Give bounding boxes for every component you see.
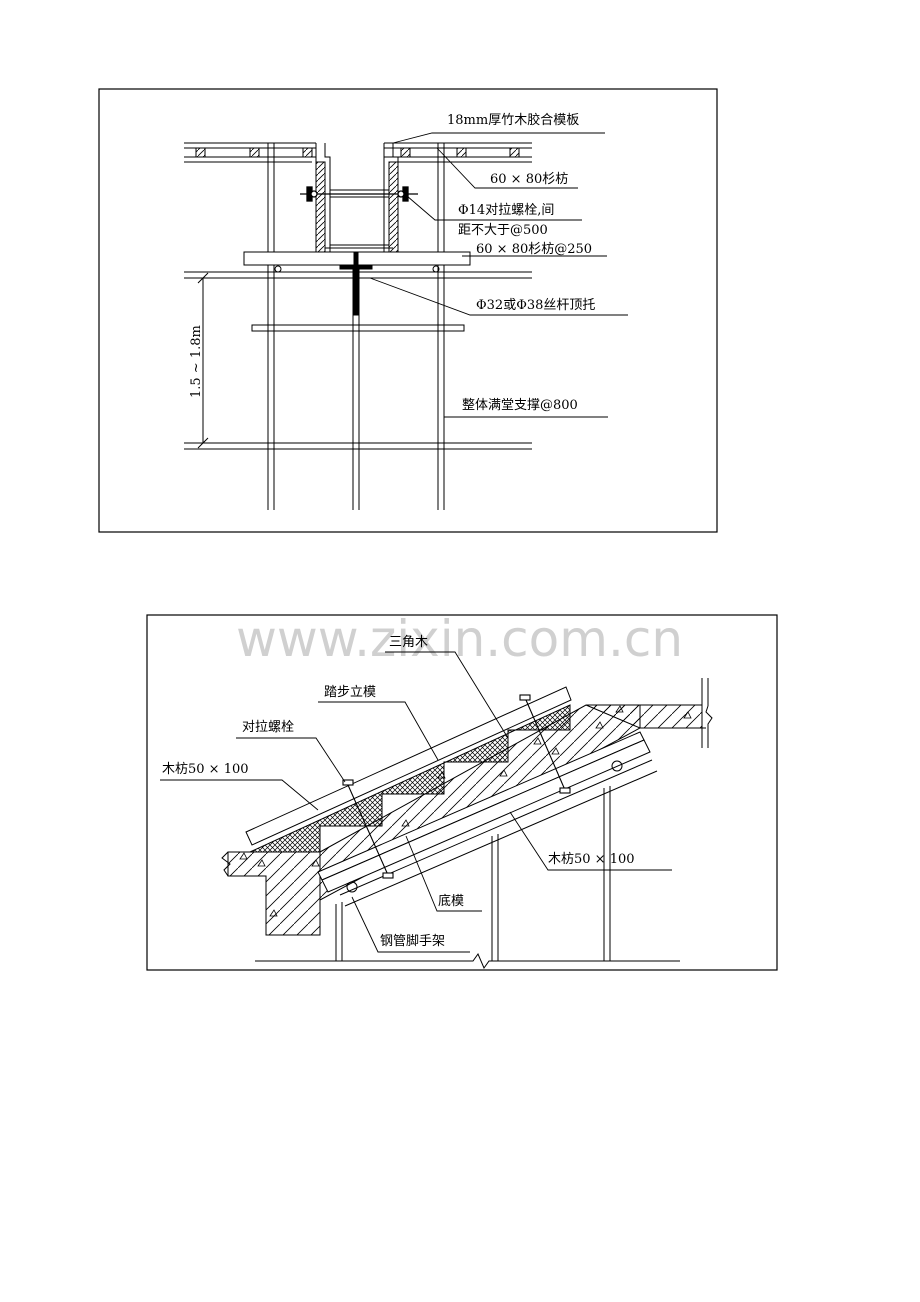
slab-battens xyxy=(195,147,520,158)
bottom-batten xyxy=(321,739,651,893)
riser-plank xyxy=(245,686,572,846)
ledger-tubes xyxy=(184,265,532,450)
ground-line xyxy=(255,952,680,970)
watermark: www.zixin.com.cn xyxy=(236,610,683,668)
label-batten-right: 木枋50 × 100 xyxy=(548,851,635,867)
tie-bolts xyxy=(342,694,571,879)
label-triangle-wood: 三角木 xyxy=(389,635,428,650)
label-riser-form: 踏步立模 xyxy=(324,685,376,700)
label-batten: 60 × 80杉枋 xyxy=(490,171,568,187)
lower-landing xyxy=(227,851,321,936)
figure2-stair-formwork: www.zixin.com.cn xyxy=(146,610,778,971)
label-batten-spacing: 60 × 80杉枋@250 xyxy=(476,241,592,257)
label-scaffold: 钢管脚手架 xyxy=(380,933,445,949)
figure2-leaders xyxy=(160,651,672,953)
upper-wall xyxy=(640,678,713,748)
label-bottom-form: 底模 xyxy=(438,893,464,909)
height-label: 1.5 ~ 1.8m xyxy=(189,325,204,398)
height-dimension xyxy=(197,272,209,449)
jack-head xyxy=(339,252,373,316)
figure1-beam-formwork: 1.5 ~ 1.8m 18mm厚竹木胶合模板 60 × 80杉枋 Φ14对拉螺栓… xyxy=(98,88,718,533)
label-batten-left: 木枋50 × 100 xyxy=(162,761,249,777)
figure2-frame xyxy=(146,614,778,971)
slab-formwork xyxy=(184,142,532,163)
figure1-leaders xyxy=(369,132,628,418)
label-bolt-line1: Φ14对拉螺栓,间 xyxy=(458,203,554,218)
support-poles xyxy=(267,143,445,510)
figure1-frame xyxy=(98,88,718,533)
scaffold-poles xyxy=(335,786,611,961)
label-formwork: 18mm厚竹木胶合模板 xyxy=(447,112,579,128)
label-support: 整体满堂支撑@800 xyxy=(462,398,578,413)
concrete-marks xyxy=(239,705,692,917)
tie-bolt xyxy=(300,186,418,202)
beam-side-forms xyxy=(315,143,399,253)
label-tie-bolt: 对拉螺栓 xyxy=(242,720,294,735)
label-bolt-line2: 距不大于@500 xyxy=(458,223,548,238)
label-jack: Φ32或Φ38丝杆顶托 xyxy=(476,298,595,313)
landing-break xyxy=(221,851,231,877)
